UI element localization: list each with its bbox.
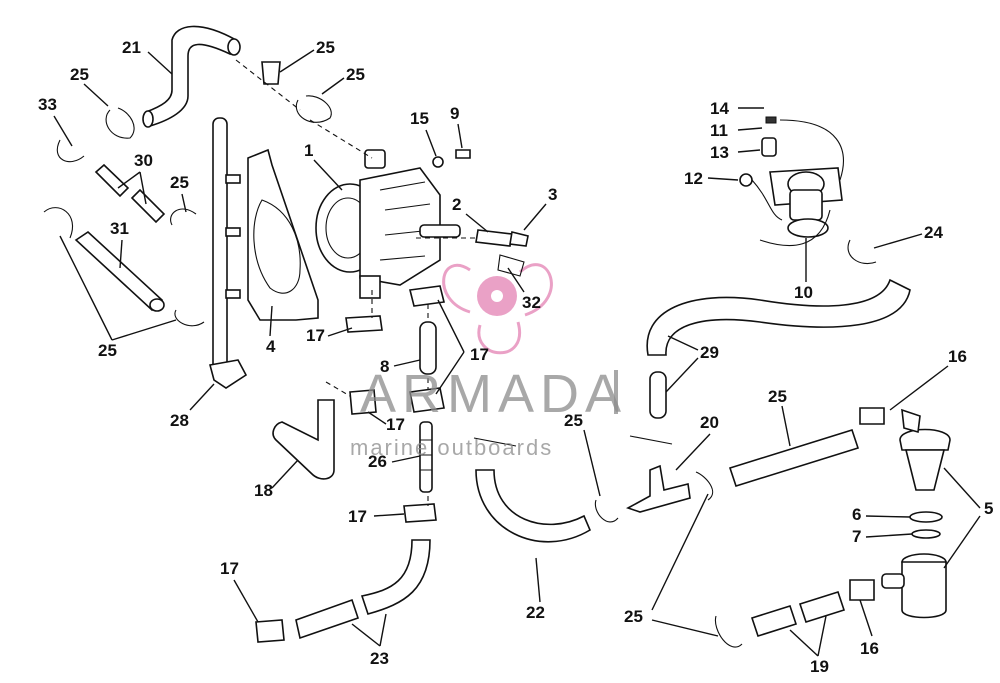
fuel-filter-assembly [881,408,951,619]
callout-17: 17 [386,415,405,434]
callout-27: 28 [170,411,189,430]
callout-18: 18 [254,481,273,500]
watermark-tagline: marine outboards [350,435,553,460]
callout-25: 25 [170,173,189,192]
callout-25: 25 [564,411,583,430]
callout-13: 13 [710,143,729,162]
hose-19 [750,591,846,637]
callout-25: 25 [70,65,89,84]
callout-28: 30 [134,151,153,170]
callout-23: 25 [768,387,787,406]
hose-28 [94,163,166,224]
callout-17: 17 [470,345,489,364]
electric-fuel-pump [739,116,844,247]
watermark-brand: ARMADA [360,364,627,424]
callout-17: 17 [220,559,239,578]
callout-30: 21 [122,38,141,57]
callout-25: 25 [346,65,365,84]
callout-17: 17 [306,326,325,345]
callout-31: 29 [700,343,719,362]
hose-21 [475,469,592,543]
callout-3: 3 [548,185,557,204]
fuel-manifold-tube [209,117,248,389]
callout-2: 2 [452,195,461,214]
clamps [43,95,885,648]
hose-8 [419,321,437,375]
callout-8: 8 [380,357,389,376]
callout-14: 14 [710,99,729,118]
hose-22 [295,539,431,640]
tee-fitting-20 [626,464,691,513]
callout-20: 20 [700,413,719,432]
callout-33: 33 [38,95,57,114]
watermark-logo [442,263,553,355]
callouts: 21 25 25 25 33 15 9 1 30 25 2 3 31 32 4 … [38,38,993,676]
callout-25: 25 [98,341,117,360]
hose-23 [728,429,860,487]
callout-6: 6 [852,505,861,524]
callout-12: 12 [684,169,703,188]
callout-16: 16 [860,639,879,658]
callout-15: 15 [410,109,429,128]
callout-21: 22 [526,603,545,622]
callout-32: 32 [522,293,541,312]
callout-5: 5 [984,499,993,518]
callout-10: 10 [794,283,813,302]
callout-19: 19 [810,657,829,676]
callout-16: 16 [948,347,967,366]
hose-31 [646,278,911,419]
assembly-lines [235,59,476,506]
callout-7: 7 [852,527,861,546]
fuel-pump [315,149,461,299]
bracket-plate [247,148,319,321]
callout-4: 4 [266,337,276,356]
callout-29: 31 [110,219,129,238]
hose-18 [272,399,335,480]
callout-1: 1 [304,141,313,160]
small-parts [261,61,529,277]
hose-29 [74,230,165,312]
callout-26: 26 [368,452,387,471]
hose-30 [142,25,241,128]
inline-filter-26 [419,421,433,493]
callout-9: 9 [450,104,459,123]
callout-25: 24 [924,223,943,242]
callout-17: 17 [348,507,367,526]
callout-11: 11 [710,121,728,140]
callout-24: 25 [316,38,335,57]
callout-25: 25 [624,607,643,626]
callout-22: 23 [370,649,389,668]
